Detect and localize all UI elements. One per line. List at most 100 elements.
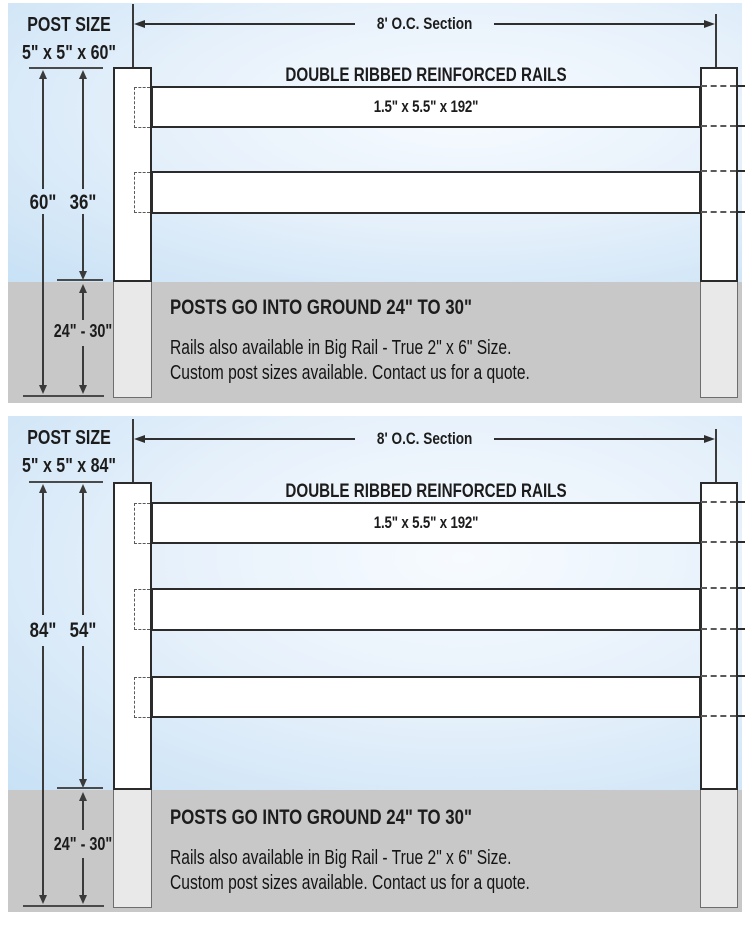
- hidden-rail-end: [134, 503, 150, 544]
- hidden-rail-end: [134, 87, 150, 128]
- dimension-line: [494, 23, 705, 25]
- arrowhead-down-icon: [79, 271, 87, 280]
- burial-depth-label: 24" - 30": [53, 321, 113, 341]
- left-post-underground: [113, 790, 152, 908]
- dimension-tick: [29, 67, 103, 69]
- section-extension-line: [132, 419, 134, 482]
- rails-title: DOUBLE RIBBED REINFORCED RAILS: [285, 65, 567, 86]
- ground-note: POSTS GO INTO GROUND 24" TO 30": [170, 296, 472, 319]
- rail: 1.5" x 5.5" x 192": [151, 502, 701, 544]
- footnote-line: Rails also available in Big Rail - True …: [170, 337, 512, 359]
- footnotes: Rails also available in Big Rail - True …: [170, 336, 530, 386]
- ground-note: POSTS GO INTO GROUND 24" TO 30": [170, 806, 472, 829]
- hidden-rail-line: [701, 170, 736, 172]
- arrowhead-down-icon: [79, 895, 87, 904]
- post-size-caption: POST SIZE 5" x 5" x 60": [22, 11, 116, 67]
- dimension-line: [82, 858, 84, 896]
- rail-continuation-stub: [737, 628, 745, 630]
- hidden-rail-line: [701, 587, 736, 589]
- arrowhead-up-icon: [79, 484, 87, 493]
- rail-continuation-stub: [737, 170, 745, 172]
- section-extension-line: [715, 14, 717, 67]
- dimension-tick: [23, 905, 104, 907]
- arrowhead-up-icon: [79, 792, 87, 801]
- section-label: 8' O.C. Section: [376, 429, 473, 448]
- arrowhead-up-icon: [79, 70, 87, 79]
- section-extension-line: [132, 4, 134, 67]
- left-post-underground: [113, 282, 152, 398]
- arrowhead-left-icon: [134, 20, 145, 28]
- dimension-line: [82, 800, 84, 830]
- hidden-rail-end: [134, 589, 150, 630]
- total-height-label: 60": [29, 191, 57, 214]
- post-size-title: POST SIZE: [27, 427, 111, 449]
- rail: [151, 676, 701, 718]
- dimension-line: [82, 491, 84, 615]
- right-post-underground: [700, 790, 738, 908]
- post-size-caption: POST SIZE 5" x 5" x 84": [22, 424, 116, 480]
- rail: 1.5" x 5.5" x 192": [151, 86, 701, 128]
- total-height-label: 84": [29, 619, 57, 642]
- dimension-line: [42, 214, 44, 386]
- dimension-line: [82, 214, 84, 272]
- arrowhead-right-icon: [704, 20, 716, 28]
- right-post: [700, 67, 738, 282]
- rails-title: DOUBLE RIBBED REINFORCED RAILS: [285, 481, 567, 502]
- hidden-rail-line: [701, 675, 736, 677]
- dimension-tick: [23, 395, 104, 397]
- hidden-rail-line: [701, 628, 736, 630]
- hidden-rail-end: [134, 677, 150, 718]
- rail: [151, 588, 701, 631]
- post-size-value: 5" x 5" x 60": [22, 42, 116, 64]
- section-label: 8' O.C. Section: [376, 14, 473, 33]
- dimension-tick: [29, 481, 103, 483]
- arrowhead-left-icon: [134, 435, 145, 443]
- arrowhead-down-icon: [79, 779, 87, 788]
- above-ground-height-label: 36": [69, 191, 97, 214]
- dimension-line: [82, 77, 84, 189]
- left-post: [113, 67, 152, 282]
- rail-continuation-stub: [737, 211, 745, 213]
- rail-continuation-stub: [737, 715, 745, 717]
- ground-tick: [57, 787, 103, 789]
- hidden-rail-line: [701, 85, 736, 87]
- arrowhead-down-icon: [39, 895, 47, 904]
- rail-size-label: 1.5" x 5.5" x 192": [373, 97, 479, 116]
- rail: [151, 171, 701, 214]
- footnotes: Rails also available in Big Rail - True …: [170, 846, 530, 896]
- arrowhead-right-icon: [704, 435, 716, 443]
- hidden-rail-line: [701, 501, 736, 503]
- rail-continuation-stub: [737, 587, 745, 589]
- arrowhead-down-icon: [39, 385, 47, 394]
- dimension-line: [145, 23, 355, 25]
- hidden-rail-line: [701, 541, 736, 543]
- arrowhead-up-icon: [39, 484, 47, 493]
- post-size-title: POST SIZE: [27, 14, 111, 36]
- dimension-line: [494, 438, 705, 440]
- rail-continuation-stub: [737, 501, 745, 503]
- section-dimension: 8' O.C. Section: [134, 429, 716, 449]
- dimension-line: [145, 438, 355, 440]
- footnote-line: Custom post sizes available. Contact us …: [170, 362, 530, 384]
- right-post-underground: [700, 282, 738, 398]
- hidden-rail-end: [134, 172, 150, 213]
- rail-size-label: 1.5" x 5.5" x 192": [373, 513, 479, 532]
- hidden-rail-line: [701, 211, 736, 213]
- arrowhead-up-icon: [79, 284, 87, 293]
- rail-continuation-stub: [737, 85, 745, 87]
- right-post: [700, 482, 738, 790]
- dimension-line: [42, 77, 44, 189]
- left-post: [113, 482, 152, 790]
- section-dimension: 8' O.C. Section: [134, 14, 716, 34]
- footnote-line: Rails also available in Big Rail - True …: [170, 847, 512, 869]
- dimension-line: [42, 491, 44, 615]
- arrowhead-up-icon: [39, 70, 47, 79]
- section-extension-line: [715, 429, 717, 482]
- footnote-line: Custom post sizes available. Contact us …: [170, 872, 530, 894]
- rail-continuation-stub: [737, 541, 745, 543]
- hidden-rail-line: [701, 715, 736, 717]
- above-ground-height-label: 54": [69, 619, 97, 642]
- ground-tick: [57, 279, 103, 281]
